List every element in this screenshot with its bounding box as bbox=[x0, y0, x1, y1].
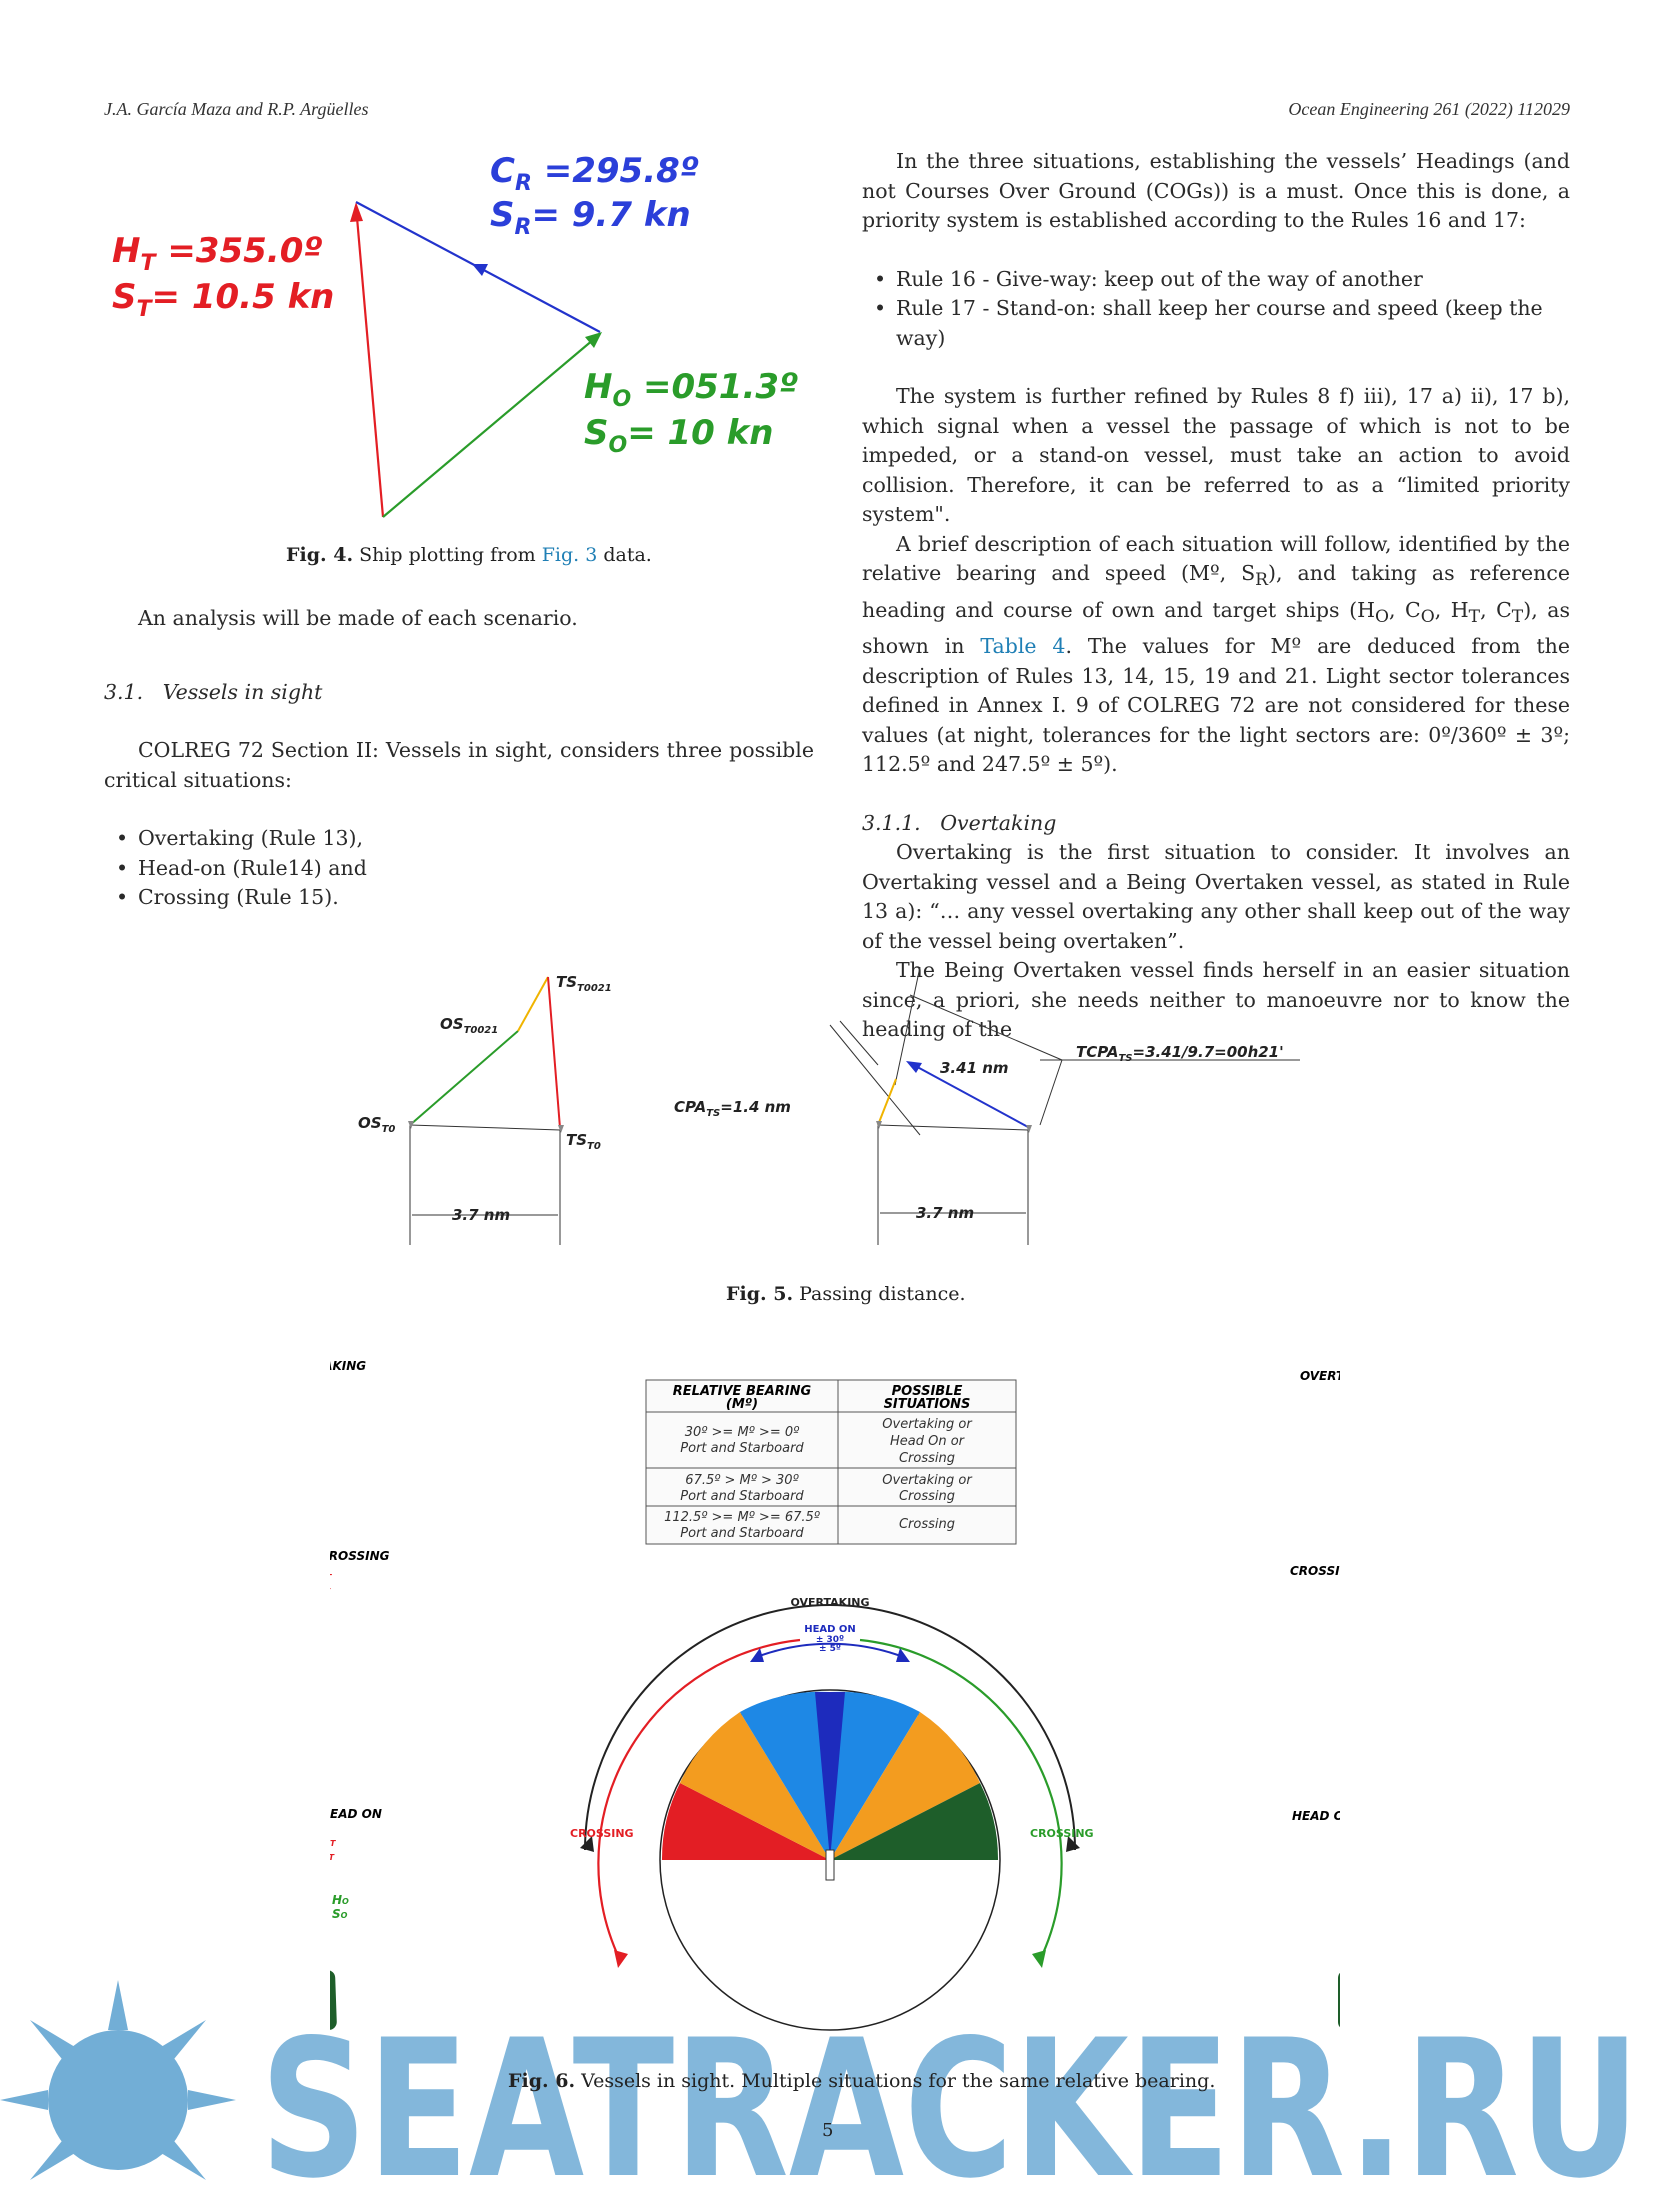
svg-text:CROSSING: CROSSING bbox=[330, 1549, 390, 1563]
svg-text:ST: ST bbox=[330, 1849, 335, 1863]
svg-text:Crossing: Crossing bbox=[899, 1517, 955, 1532]
svg-text:SO: SO bbox=[332, 1907, 348, 1921]
svg-text:Port and Starboard: Port and Starboard bbox=[680, 1489, 804, 1504]
cr-label: CR =295.8º bbox=[490, 151, 699, 196]
svg-text:SITUATIONS: SITUATIONS bbox=[884, 1397, 971, 1412]
svg-text:OVERTAKING: OVERTAKING bbox=[330, 1359, 366, 1373]
sun-logo-icon bbox=[0, 1980, 236, 2180]
tcpa-label: TCPATS=3.41/9.7=00h21' bbox=[1076, 1043, 1284, 1064]
svg-text:Crossing: Crossing bbox=[899, 1451, 955, 1466]
cpa-label: CPATS=1.4 nm bbox=[674, 1098, 791, 1119]
svg-text:HO: HO bbox=[332, 1893, 349, 1907]
relative-motion-vector bbox=[909, 1062, 1029, 1128]
cpa-track bbox=[877, 1078, 897, 1126]
being-overtaken-paragraph: The Being Overtaken vessel finds herself… bbox=[862, 958, 1570, 1042]
section-3-1-heading: 3.1. Vessels in sight bbox=[104, 679, 323, 704]
svg-text:OVERTAKING: OVERTAKING bbox=[790, 1596, 869, 1609]
left-column: An analysis will be made of each scenari… bbox=[104, 604, 814, 913]
os-relative-track bbox=[517, 976, 549, 1032]
watermark-text: SEATRACKER.RU bbox=[260, 1999, 1640, 2205]
list-item: Rule 16 - Give-way: keep out of the way … bbox=[862, 265, 1570, 295]
ho-vector bbox=[382, 333, 601, 518]
ts-t0021-label: TST0021 bbox=[556, 973, 612, 994]
ts-track bbox=[547, 976, 561, 1129]
relative-bearing-table: RELATIVE BEARING (Mº) POSSIBLE SITUATION… bbox=[645, 1379, 1017, 1545]
list-item: Head-on (Rule14) and bbox=[104, 854, 814, 884]
headings-paragraph: In the three situations, establishing th… bbox=[862, 149, 1570, 232]
svg-text:Overtaking or: Overtaking or bbox=[882, 1473, 973, 1488]
distance-right-label: 3.7 nm bbox=[916, 1204, 974, 1222]
ht-vector bbox=[354, 205, 385, 518]
st-label: ST= 10.5 kn bbox=[112, 277, 334, 322]
svg-text:67.5º > Mº > 30º: 67.5º > Mº > 30º bbox=[685, 1473, 798, 1488]
page-number: 5 bbox=[822, 2120, 834, 2141]
left-vessel-track: OVERTAKING CROSSING HEAD ON HT ST HT ST … bbox=[330, 1359, 390, 2030]
os-t0021-label: OST0021 bbox=[440, 1015, 498, 1036]
list-item: Rule 17 - Stand-on: shall keep her cours… bbox=[862, 294, 1570, 353]
cr-arrowhead bbox=[472, 264, 488, 276]
rules-list: Rule 16 - Give-way: keep out of the way … bbox=[862, 265, 1570, 354]
svg-text:(Mº): (Mº) bbox=[726, 1397, 758, 1412]
svg-text:RELATIVE BEARING: RELATIVE BEARING bbox=[673, 1384, 812, 1399]
svg-text:HEAD ON: HEAD ON bbox=[1292, 1809, 1340, 1823]
svg-text:CROSSING: CROSSING bbox=[1030, 1827, 1094, 1840]
svg-text:CROSSING: CROSSING bbox=[570, 1827, 634, 1840]
sr-label: SR= 9.7 kn bbox=[490, 195, 691, 240]
ht-arrowhead bbox=[350, 202, 363, 222]
svg-text:Port and Starboard: Port and Starboard bbox=[680, 1441, 804, 1456]
situations-list: Overtaking (Rule 13), Head-on (Rule14) a… bbox=[104, 824, 814, 913]
dist-341-label: 3.41 nm bbox=[940, 1059, 1009, 1077]
list-item: Overtaking (Rule 13), bbox=[104, 824, 814, 854]
running-header-journal: Ocean Engineering 261 (2022) 112029 bbox=[1288, 99, 1570, 119]
svg-text:ST: ST bbox=[330, 1583, 331, 1597]
ho-label: HO =051.3º bbox=[584, 367, 798, 412]
ho-arrowhead bbox=[585, 332, 602, 348]
overtaking-paragraph: Overtaking is the first situation to con… bbox=[862, 840, 1570, 953]
colreg-paragraph: COLREG 72 Section II: Vessels in sight, … bbox=[104, 738, 814, 792]
svg-text:Port and Starboard: Port and Starboard bbox=[680, 1526, 804, 1541]
fig4-ship-plotting: CR =295.8º SR= 9.7 kn HT =355.0º ST= 10.… bbox=[112, 151, 798, 518]
ht-label: HT =355.0º bbox=[112, 231, 323, 276]
fig4-caption: Fig. 4. Ship plotting from Fig. 3 data. bbox=[286, 544, 652, 566]
running-header-authors: J.A. García Maza and R.P. Argüelles bbox=[104, 99, 369, 119]
svg-text:± 30º: ± 30º bbox=[816, 1635, 844, 1645]
svg-text:HT: HT bbox=[330, 1835, 336, 1849]
relative-arrowhead bbox=[906, 1061, 922, 1073]
svg-text:Overtaking or: Overtaking or bbox=[882, 1417, 973, 1432]
right-vessel-track: OVERTAKING CROSSING HEAD ON bbox=[1290, 1369, 1340, 2028]
svg-text:POSSIBLE: POSSIBLE bbox=[892, 1384, 963, 1399]
priority-paragraph: The system is further refined by Rules 8… bbox=[862, 384, 1570, 526]
fig6-vessels-in-sight: RELATIVE BEARING (Mº) POSSIBLE SITUATION… bbox=[330, 1359, 1340, 2031]
svg-text:30º >= Mº >= 0º: 30º >= Mº >= 0º bbox=[685, 1425, 800, 1440]
svg-text:OVERTAKING: OVERTAKING bbox=[1300, 1369, 1340, 1383]
description-paragraph: A brief description of each situation wi… bbox=[862, 531, 1570, 777]
table4-link[interactable]: Table 4 bbox=[980, 634, 1066, 659]
svg-text:112.5º >= Mº >= 67.5º: 112.5º >= Mº >= 67.5º bbox=[664, 1510, 820, 1525]
fig5-caption: Fig. 5. Passing distance. bbox=[726, 1283, 966, 1305]
os-track bbox=[409, 1030, 519, 1126]
fig5-passing-distance: TST0021 OST0021 OST0 TST0 3.7 nm 3.7 nm … bbox=[358, 966, 1300, 1245]
svg-text:Head On or: Head On or bbox=[890, 1434, 966, 1449]
os-t0-label: OST0 bbox=[358, 1114, 395, 1135]
watermark: SEATRACKER.RU bbox=[0, 1980, 1640, 2205]
svg-text:Crossing: Crossing bbox=[899, 1489, 955, 1504]
svg-text:HEAD ON: HEAD ON bbox=[804, 1624, 856, 1635]
svg-text:± 5º: ± 5º bbox=[819, 1644, 841, 1654]
section-3-1-1-heading: 3.1.1. Overtaking bbox=[862, 810, 1057, 835]
svg-text:HEAD ON: HEAD ON bbox=[330, 1807, 382, 1821]
fig3-link[interactable]: Fig. 3 bbox=[541, 544, 598, 566]
svg-text:CROSSING: CROSSING bbox=[1290, 1564, 1340, 1578]
fig6-caption: Fig. 6. Vessels in sight. Multiple situa… bbox=[508, 2070, 1216, 2092]
ts-t0-label: TST0 bbox=[566, 1131, 601, 1152]
right-column: In the three situations, establishing th… bbox=[862, 147, 1570, 1045]
list-item: Crossing (Rule 15). bbox=[104, 883, 814, 913]
so-label: SO= 10 kn bbox=[584, 413, 774, 458]
analysis-paragraph: An analysis will be made of each scenari… bbox=[138, 606, 578, 630]
distance-left-label: 3.7 nm bbox=[452, 1206, 510, 1224]
sector-diagram: OVERTAKING HEAD ON ± 30º ± 5º CROSSING C… bbox=[570, 1596, 1094, 2031]
svg-text:HT: HT bbox=[330, 1569, 332, 1583]
